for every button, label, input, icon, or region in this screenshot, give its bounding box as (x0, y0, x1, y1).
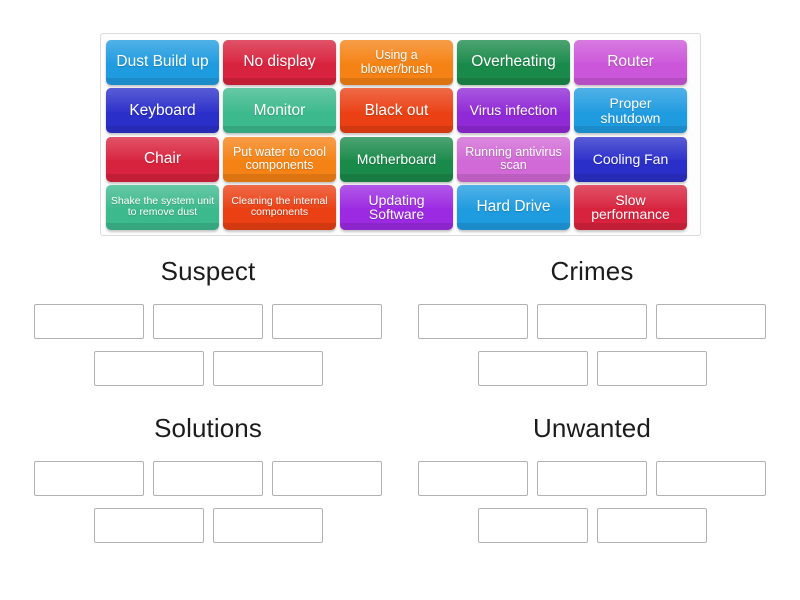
tile-row: Chair Put water to cool components Motherb… (106, 136, 695, 182)
category-group-solutions: Solutions (18, 415, 398, 543)
word-tile[interactable]: Hard Drive (457, 184, 570, 230)
drop-slot[interactable] (656, 304, 766, 339)
drop-slot[interactable] (212, 351, 323, 386)
word-tile[interactable]: Running antivirus scan (457, 136, 570, 182)
drop-slot[interactable] (477, 351, 588, 386)
drop-slot[interactable] (272, 461, 382, 496)
category-group-suspect: Suspect (18, 258, 398, 386)
word-tile[interactable]: Proper shutdown (574, 88, 687, 134)
drop-slot[interactable] (418, 304, 528, 339)
drop-slot[interactable] (272, 304, 382, 339)
tile-row: Dust Build up No display Using a blower/br… (106, 40, 695, 85)
drop-slot[interactable] (34, 461, 144, 496)
drop-slot-row (18, 304, 398, 339)
category-title: Suspect (160, 256, 256, 286)
drop-slot[interactable] (477, 508, 588, 543)
word-tile[interactable]: Monitor (223, 88, 336, 134)
word-tile-label: Put water to cool components (232, 144, 327, 173)
word-tile-label: Using a blower/brush (360, 48, 433, 76)
word-tile-bank: Dust Build up No display Using a blower/br… (100, 33, 701, 236)
drop-slot[interactable] (537, 461, 647, 496)
drop-slot[interactable] (153, 304, 263, 339)
word-tile[interactable]: Virus infection (457, 88, 570, 134)
word-tile[interactable]: Dust Build up (106, 40, 219, 85)
word-tile-label: Keyboard (129, 101, 196, 119)
word-tile[interactable]: Overheating (457, 40, 570, 85)
word-tile-label: Dust Build up (116, 53, 209, 71)
word-tile-label: Virus infection (469, 102, 558, 119)
word-tile[interactable]: Using a blower/brush (340, 40, 453, 85)
word-tile[interactable]: Motherboard (340, 136, 453, 182)
word-tile-label: Running antivirus scan (465, 144, 562, 173)
drop-slot-row (18, 461, 398, 496)
word-tile-label: Cleaning the internal components (231, 195, 328, 219)
word-tile[interactable]: Cleaning the internal components (223, 184, 336, 230)
category-title: Solutions (154, 413, 262, 443)
drop-slot-row (402, 304, 782, 339)
tile-row: Shake the system unit to remove dust Clea… (106, 184, 695, 230)
category-title: Unwanted (533, 413, 651, 443)
drop-slot[interactable] (596, 508, 707, 543)
drop-slot[interactable] (34, 304, 144, 339)
word-tile-label: Shake the system unit to remove dust (110, 195, 215, 219)
word-tile-label: Updating Software (368, 191, 425, 223)
word-tile-label: Motherboard (356, 150, 437, 167)
word-tile-label: Slow performance (591, 191, 670, 223)
word-tile[interactable]: No display (223, 40, 336, 85)
drop-slot-row (18, 508, 398, 543)
drop-slot[interactable] (153, 461, 263, 496)
word-tile-label: Cooling Fan (592, 150, 669, 167)
drop-slot[interactable] (418, 461, 528, 496)
drop-slot[interactable] (656, 461, 766, 496)
word-tile[interactable]: Updating Software (340, 184, 453, 230)
word-tile[interactable]: Keyboard (106, 88, 219, 134)
drop-slot[interactable] (537, 304, 647, 339)
word-tile[interactable]: Chair (106, 136, 219, 182)
drop-slot-row (402, 351, 782, 386)
drop-slot-row (18, 351, 398, 386)
drop-slot-row (402, 508, 782, 543)
word-tile[interactable]: Cooling Fan (574, 136, 687, 182)
word-tile-label: Hard Drive (476, 198, 551, 216)
word-tile-label: Black out (364, 101, 429, 119)
tile-row: Keyboard Monitor Black out Virus infection P… (106, 88, 695, 134)
word-tile-label: Proper shutdown (600, 95, 661, 126)
category-group-crimes: Crimes (402, 258, 782, 386)
word-tile-label: Router (607, 53, 654, 71)
word-tile[interactable]: Put water to cool components (223, 136, 336, 182)
drop-slot[interactable] (93, 508, 204, 543)
word-tile-label: Chair (143, 149, 182, 167)
word-tile[interactable]: Shake the system unit to remove dust (106, 184, 219, 230)
word-tile[interactable]: Slow performance (574, 184, 687, 230)
word-tile-label: Monitor (253, 101, 306, 119)
category-group-unwanted: Unwanted (402, 415, 782, 543)
drop-slot[interactable] (212, 508, 323, 543)
drop-slot-row (402, 461, 782, 496)
word-tile[interactable]: Black out (340, 88, 453, 134)
word-tile[interactable]: Router (574, 40, 687, 85)
word-tile-label: No display (243, 53, 316, 71)
drop-slot[interactable] (93, 351, 204, 386)
drop-slot[interactable] (596, 351, 707, 386)
word-tile-label: Overheating (471, 53, 556, 71)
category-title: Crimes (550, 256, 634, 286)
